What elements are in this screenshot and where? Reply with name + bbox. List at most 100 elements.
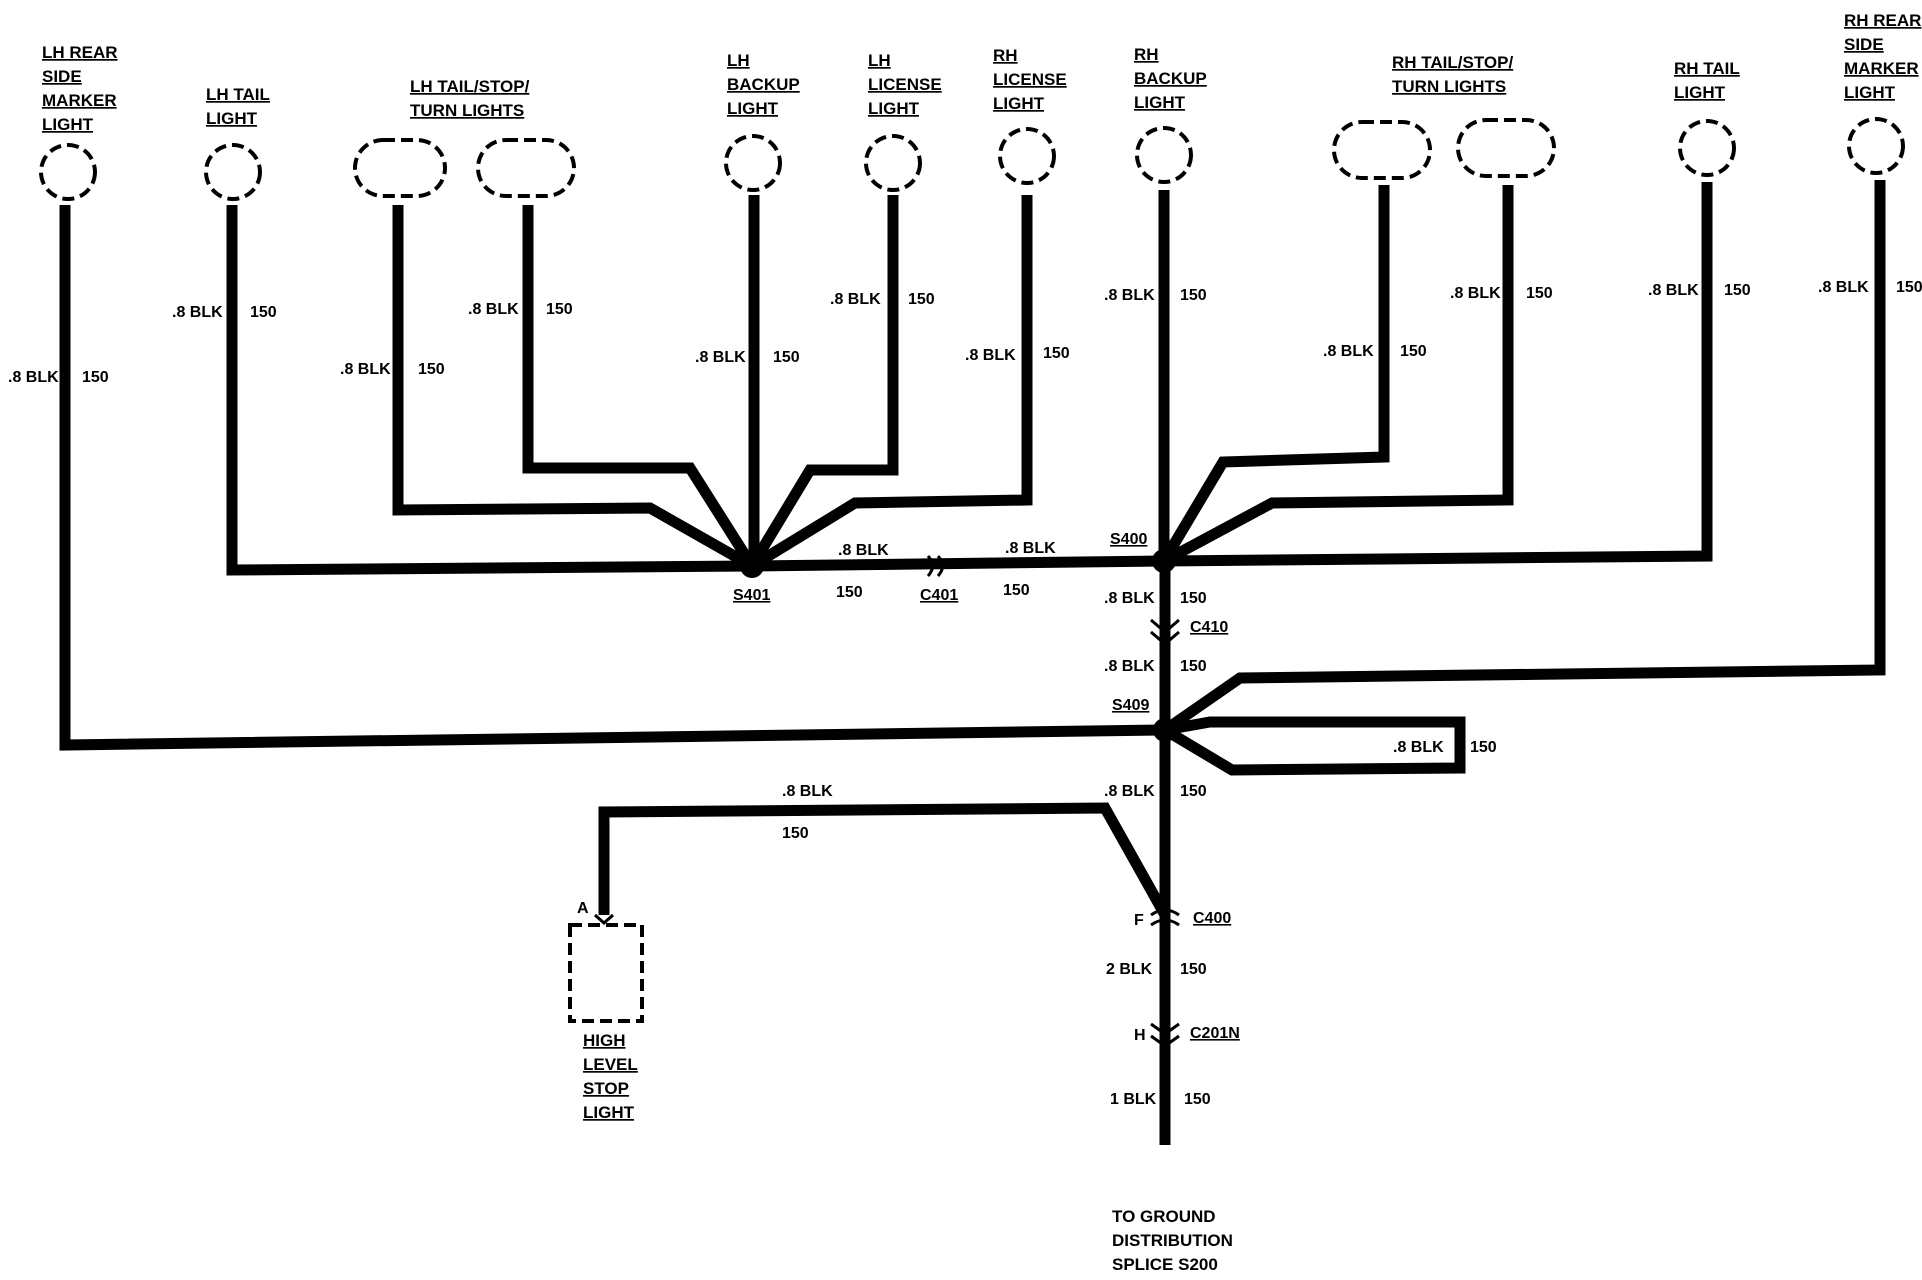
wire-label-color: .8 BLK	[340, 361, 391, 378]
rh-rear-side-marker-label-1: RH REAR	[1844, 11, 1921, 30]
wire-label-color: .8 BLK	[1450, 285, 1501, 302]
lh-tail-label-2: LIGHT	[206, 109, 258, 128]
lh-tail-stop-turn-lamp-1	[353, 138, 447, 198]
destination-line-2: DISTRIBUTION	[1112, 1231, 1233, 1250]
wire-rh-tail-stop-turn-2	[1161, 185, 1514, 566]
wire-label-circuit: 150	[908, 291, 935, 308]
wire-rh-tail	[1163, 182, 1713, 567]
wire-label-color: .8 BLK	[1818, 279, 1869, 296]
wire-label-color: .8 BLK	[695, 349, 746, 366]
wire-label-circuit: 150	[418, 361, 445, 378]
wire-lh-license	[747, 195, 899, 569]
wire-label-circuit: 150	[250, 304, 277, 321]
high-level-stop-pin: A	[577, 900, 589, 917]
lh-rear-side-marker-lamp	[39, 143, 97, 201]
lh-license-label-1: LH	[868, 51, 891, 70]
ground-destination-label: TO GROUND DISTRIBUTION SPLICE S200	[1112, 1207, 1233, 1274]
wire-loop	[1162, 716, 1466, 776]
wire-label-circuit: 150	[773, 349, 800, 366]
wire-label-color: .8 BLK	[1323, 343, 1374, 360]
lh-license-label-3: LIGHT	[868, 99, 920, 118]
high-level-stop-label-4: LIGHT	[583, 1103, 635, 1122]
connector-c401-label: C401	[920, 587, 958, 604]
lh-backup-label-3: LIGHT	[727, 99, 779, 118]
lh-license-label-2: LICENSE	[868, 75, 942, 94]
wire-label-circuit: 150	[836, 584, 863, 601]
rh-license-label-2: LICENSE	[993, 70, 1067, 89]
connector-c201n-pin: H	[1134, 1027, 1146, 1044]
connector-c400-label: C400	[1193, 910, 1231, 927]
splice-s409-label: S409	[1112, 697, 1149, 714]
wire-label-circuit: 150	[1180, 783, 1207, 800]
wire-label-circuit: 150	[1180, 287, 1207, 304]
wire-label-color: .8 BLK	[1104, 287, 1155, 304]
destination-line-1: TO GROUND	[1112, 1207, 1216, 1226]
wire-rh-license	[749, 195, 1033, 571]
connector-c410-symbol	[1150, 618, 1180, 646]
wire-label-color: .8 BLK	[838, 542, 889, 559]
lh-backup-label-1: LH	[727, 51, 750, 70]
wire-label-circuit: 150	[1043, 345, 1070, 362]
wire-lh-rear-side-marker	[59, 205, 1166, 751]
high-level-stop-terminal	[594, 913, 614, 926]
lh-rear-side-marker-label-4: LIGHT	[42, 115, 94, 134]
wire-label-circuit: 150	[1180, 658, 1207, 675]
rh-tail-stop-turn-lamp-2	[1456, 118, 1556, 178]
component-labels: LH REAR SIDE MARKER LIGHT LH TAIL LIGHT …	[42, 11, 1921, 1122]
rh-backup-label-2: BACKUP	[1134, 69, 1207, 88]
wire-label-color: .8 BLK	[1104, 658, 1155, 675]
wire-label-color: .8 BLK	[1005, 540, 1056, 557]
wire-rh-tail-stop-turn-1	[1159, 185, 1390, 564]
connector-c201n-label: C201N	[1190, 1025, 1240, 1042]
wire-s401-to-s400	[751, 555, 1165, 572]
rh-backup-lamp	[1135, 126, 1193, 184]
splice-s400-dot	[1152, 549, 1176, 573]
lh-backup-lamp	[724, 134, 782, 192]
high-level-stop-label-2: LEVEL	[583, 1055, 638, 1074]
destination-line-3: SPLICE S200	[1112, 1255, 1218, 1274]
rh-rear-side-marker-label-2: SIDE	[1844, 35, 1884, 54]
rh-license-label-1: RH	[993, 46, 1018, 65]
rh-tail-stop-turn-label-2: TURN LIGHTS	[1392, 77, 1506, 96]
lh-tail-stop-turn-lamp-2	[476, 138, 576, 198]
wire-label-color: .8 BLK	[782, 783, 833, 800]
lh-tail-stop-turn-label-2: TURN LIGHTS	[410, 101, 524, 120]
connector-c410-label: C410	[1190, 619, 1228, 636]
rh-backup-label-1: RH	[1134, 45, 1159, 64]
wire-label-circuit: 150	[82, 369, 109, 386]
junction-labels: S401 S400 S409 C401 C410 C400 F C201N H …	[577, 531, 1240, 1044]
splice-s401-dot	[740, 554, 764, 578]
rh-tail-label-2: LIGHT	[1674, 83, 1726, 102]
connector-c201n-symbol	[1150, 1022, 1180, 1048]
wire-label-circuit: 150	[1470, 739, 1497, 756]
rh-rear-side-marker-label-3: MARKER	[1844, 59, 1919, 78]
wire-label-color: .8 BLK	[1648, 282, 1699, 299]
splice-s409-dot	[1153, 718, 1177, 742]
wire-label-color: .8 BLK	[830, 291, 881, 308]
wire-label-circuit: 150	[1180, 961, 1207, 978]
wire-lh-tail-stop-turn-1	[392, 205, 755, 571]
high-level-stop-label-3: STOP	[583, 1079, 629, 1098]
lh-backup-label-2: BACKUP	[727, 75, 800, 94]
wire-lh-tail-stop-turn-2	[522, 205, 757, 569]
wire-label-color: .8 BLK	[172, 304, 223, 321]
wire-label-color: .8 BLK	[965, 347, 1016, 364]
wire-rh-rear-side-marker	[1161, 180, 1886, 735]
wire-high-level-stop	[598, 802, 1170, 918]
lh-rear-side-marker-label-1: LH REAR	[42, 43, 118, 62]
lh-tail-stop-turn-label-1: LH TAIL/STOP/	[410, 77, 530, 96]
wire-label-circuit: 150	[1180, 590, 1207, 607]
connector-c400-symbol	[1150, 908, 1180, 927]
rh-backup-label-3: LIGHT	[1134, 93, 1186, 112]
wire-label-color: .8 BLK	[468, 301, 519, 318]
rh-rear-side-marker-label-4: LIGHT	[1844, 83, 1896, 102]
connector-c401-symbol	[926, 554, 944, 578]
wire-label-circuit: 150	[1184, 1091, 1211, 1108]
wire-label-color: 2 BLK	[1106, 961, 1153, 978]
wire-label-color: .8 BLK	[1393, 739, 1444, 756]
high-level-stop-label-1: HIGH	[583, 1031, 626, 1050]
lh-tail-label-1: LH TAIL	[206, 85, 270, 104]
wire-label-circuit: 150	[782, 825, 809, 842]
splice-s401-label: S401	[733, 587, 770, 604]
